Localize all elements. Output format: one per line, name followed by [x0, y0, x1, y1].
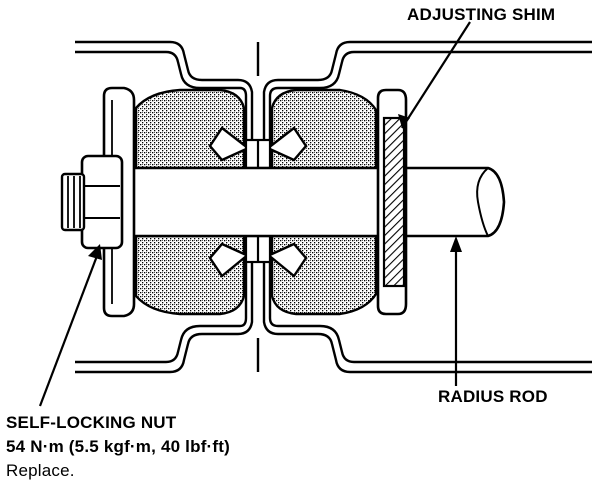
leader-radius-rod — [450, 236, 462, 386]
rubber-bushing-lower-right — [270, 234, 378, 316]
radius-rod-label: RADIUS ROD — [438, 387, 548, 406]
radius-rod-shaft — [98, 166, 506, 238]
self-locking-nut-label: SELF-LOCKING NUT — [6, 413, 177, 432]
replace-note-label: Replace. — [6, 461, 75, 480]
inner-sleeve — [244, 138, 272, 264]
torque-spec-label: 54 N·m (5.5 kgf·m, 40 lbf·ft) — [6, 437, 230, 456]
threaded-stud-end — [60, 172, 86, 232]
adjusting-shim — [382, 116, 406, 288]
leader-self-locking-nut — [38, 244, 102, 407]
rubber-bushing-upper-left — [134, 88, 246, 170]
rubber-bushing-lower-left — [134, 234, 246, 316]
adjusting-shim-label: ADJUSTING SHIM — [407, 5, 556, 24]
self-locking-nut — [80, 154, 124, 250]
rubber-bushing-upper-right — [270, 88, 378, 170]
frame-bracket-lower — [75, 262, 592, 374]
leader-adjusting-shim — [398, 21, 471, 129]
frame-bracket-upper — [75, 40, 592, 140]
